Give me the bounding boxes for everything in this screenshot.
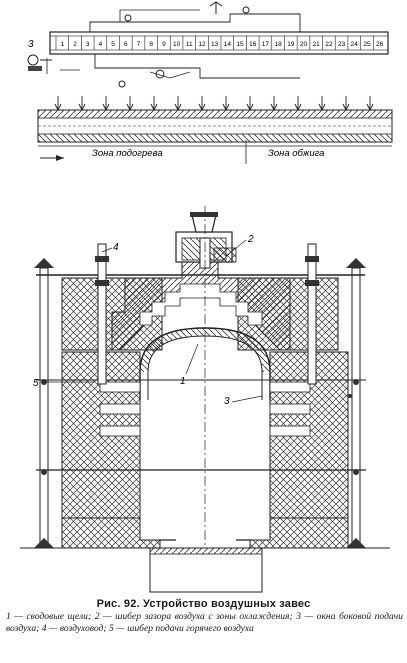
air-inlet-arrow	[54, 96, 62, 112]
plan-cell-number: 5	[111, 41, 115, 48]
plan-side-label: 3	[28, 39, 34, 50]
plan-cell-number: 4	[99, 41, 103, 48]
plan-cell-number: 26	[376, 41, 384, 48]
plan-cell-number: 24	[351, 41, 359, 48]
air-inlet-arrow	[222, 96, 230, 112]
plan-cell-number: 6	[124, 41, 128, 48]
callout-5: 5	[33, 378, 39, 389]
plan-cell-number: 15	[236, 41, 244, 48]
kiln-cross-section: 4 2 1 3 5	[20, 206, 390, 593]
plan-cell-number: 22	[325, 41, 333, 48]
air-inlet-arrow	[174, 96, 182, 112]
air-inlet-arrow	[342, 96, 350, 112]
plan-cell-number: 21	[313, 41, 321, 48]
air-inlet-arrow	[150, 96, 158, 112]
plan-cell-number: 11	[186, 41, 193, 48]
plan-cell-number: 7	[137, 41, 141, 48]
plan-cell-number: 13	[211, 41, 219, 48]
plan-cell-number: 23	[338, 41, 346, 48]
air-inlet-arrow	[246, 96, 254, 112]
plan-cell-number: 1	[61, 41, 65, 48]
plan-cell-number: 20	[300, 41, 308, 48]
air-inlet-arrow	[198, 96, 206, 112]
plan-cell-number: 25	[363, 41, 371, 48]
air-inlet-arrow	[78, 96, 86, 112]
plan-cell-number: 18	[274, 41, 282, 48]
plan-cell-number: 16	[249, 41, 257, 48]
plan-cell-number: 12	[198, 41, 206, 48]
zone-firing-label: Зона обжига	[268, 148, 324, 159]
air-inlet-arrow	[318, 96, 326, 112]
plan-cell-number: 3	[86, 41, 90, 48]
air-inlet-arrow	[270, 96, 278, 112]
plan-cell-number: 8	[149, 41, 153, 48]
figure-legend: 1 — сводовые щели; 2 — шибер зазора возд…	[6, 611, 403, 634]
callout-1: 1	[180, 376, 186, 387]
air-inlet-arrow	[294, 96, 302, 112]
figure-title: Рис. 92. Устройство воздушных завес	[96, 598, 311, 610]
callout-4: 4	[113, 242, 119, 253]
plan-cell-number: 19	[287, 41, 295, 48]
air-inlet-arrow	[366, 96, 374, 112]
callout-3: 3	[224, 396, 230, 407]
plan-cell-number: 17	[262, 41, 270, 48]
plan-cell-number: 2	[73, 41, 77, 48]
air-inlet-arrow	[102, 96, 110, 112]
plan-cell-number: 9	[162, 41, 166, 48]
plan-cell-number: 10	[173, 41, 181, 48]
air-inlet-arrow	[126, 96, 134, 112]
plan-cell-number: 14	[224, 41, 232, 48]
zone-heating-label: Зона подогрева	[92, 148, 163, 159]
kiln-longitudinal-section: Зона подогрева Зона обжига	[37, 96, 393, 164]
air-inlet-arrows	[54, 96, 374, 112]
callout-2: 2	[247, 234, 254, 245]
